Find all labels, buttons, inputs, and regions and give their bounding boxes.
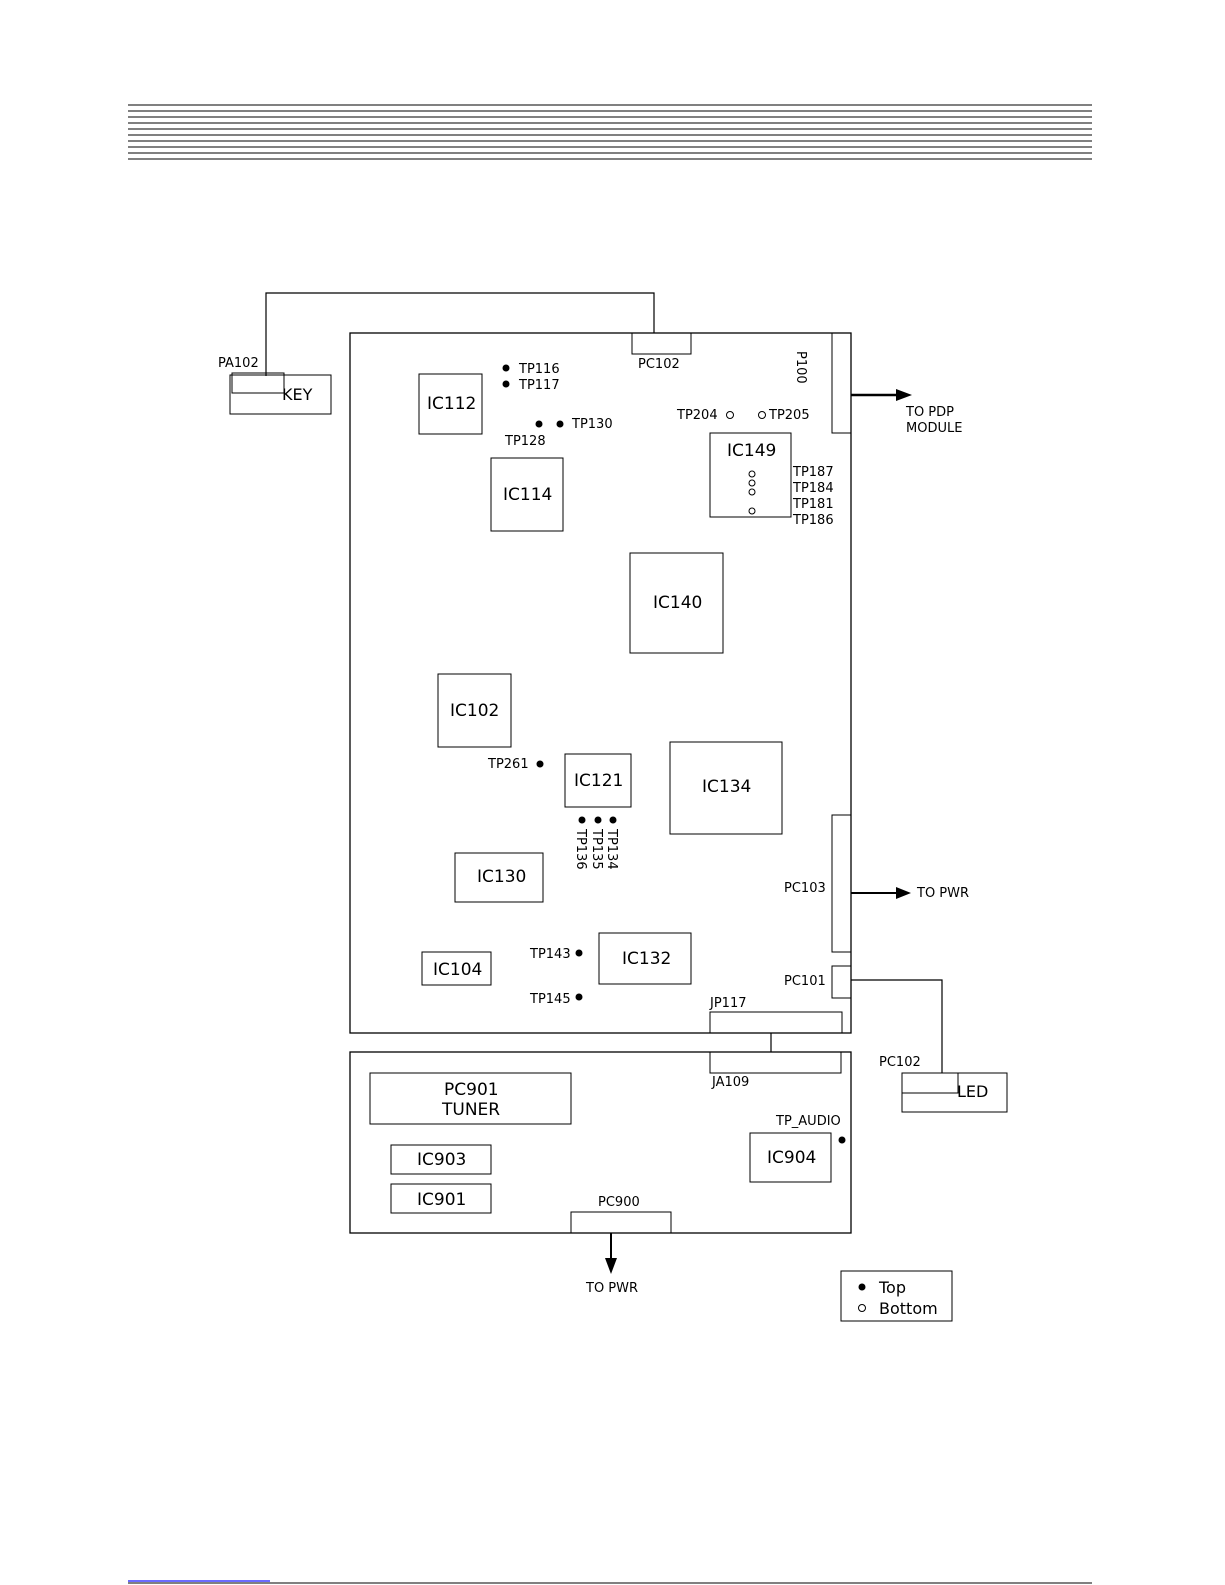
legend-top-label: Top xyxy=(878,1278,906,1297)
tp205-label: TP205 xyxy=(768,408,810,423)
tp143-dot xyxy=(576,950,583,957)
tp186-label: TP186 xyxy=(792,513,834,528)
tp187-label: TP187 xyxy=(792,465,834,480)
tp187-dot xyxy=(749,471,755,477)
arrow-to-pwr-bottom xyxy=(605,1233,617,1274)
header-stripes xyxy=(128,105,1092,159)
pc102-led-connector xyxy=(902,1073,958,1093)
ic112-label: IC112 xyxy=(427,394,476,414)
tp205-dot xyxy=(759,412,766,419)
ic901-label: IC901 xyxy=(417,1190,466,1210)
tp181-label: TP181 xyxy=(792,497,834,512)
led-label: LED xyxy=(957,1082,988,1101)
jp117-label: JP117 xyxy=(709,996,747,1011)
ic132-label: IC132 xyxy=(622,949,671,969)
tp128-dot xyxy=(536,421,543,428)
pc900-label: PC900 xyxy=(598,1195,640,1210)
pc900-connector xyxy=(571,1212,671,1233)
tp130-label: TP130 xyxy=(571,417,613,432)
pc103-label: PC103 xyxy=(784,881,826,896)
pc102-top-label: PC102 xyxy=(638,357,680,372)
legend-top-dot xyxy=(859,1284,866,1291)
ic140-label: IC140 xyxy=(653,593,702,613)
tp128-label: TP128 xyxy=(504,434,546,449)
to-pdp-label-line1: TO PDP xyxy=(905,405,954,420)
arrow-to-pwr-right xyxy=(851,887,911,899)
ic104-label: IC104 xyxy=(433,960,482,980)
key-box xyxy=(230,375,331,414)
tp135-label: TP135 xyxy=(589,828,604,870)
ic904-label: IC904 xyxy=(767,1148,816,1168)
tp181-dot xyxy=(749,489,755,495)
legend-bottom-dot xyxy=(859,1305,866,1312)
to-pwr-right-label: TO PWR xyxy=(916,886,969,901)
tp204-dot xyxy=(727,412,734,419)
tp135-dot xyxy=(595,817,602,824)
jp117-connector xyxy=(710,1012,842,1033)
tuner-label-line2: TUNER xyxy=(441,1100,500,1120)
tp204-label: TP204 xyxy=(676,408,718,423)
key-cable xyxy=(266,293,654,376)
tp184-label: TP184 xyxy=(792,481,834,496)
tp261-label: TP261 xyxy=(487,757,529,772)
tp134-label: TP134 xyxy=(604,828,619,870)
tp145-label: TP145 xyxy=(529,992,571,1007)
tp-audio-label: TP_AUDIO xyxy=(775,1114,841,1129)
main-board-outline xyxy=(350,333,851,1033)
legend-bottom-label: Bottom xyxy=(879,1299,938,1318)
key-label: KEY xyxy=(282,385,313,404)
ja109-connector xyxy=(710,1052,841,1073)
tuner-label-line1: PC901 xyxy=(444,1080,499,1100)
pc102-top-connector xyxy=(632,333,691,354)
ic903-label: IC903 xyxy=(417,1150,466,1170)
tp184-dot xyxy=(749,480,755,486)
ic149-label: IC149 xyxy=(727,441,776,461)
tp261-dot xyxy=(537,761,544,768)
pc101-label: PC101 xyxy=(784,974,826,989)
ic102-label: IC102 xyxy=(450,701,499,721)
tp117-dot xyxy=(503,381,510,388)
arrow-to-pdp xyxy=(851,389,912,401)
ic134-label: IC134 xyxy=(702,777,751,797)
pc102-led-label: PC102 xyxy=(879,1055,921,1070)
p100-label: P100 xyxy=(793,351,808,384)
ic121-label: IC121 xyxy=(574,771,623,791)
p100-connector xyxy=(832,333,851,433)
tp145-dot xyxy=(576,994,583,1001)
pc103-connector xyxy=(832,815,851,952)
to-pdp-label-line2: MODULE xyxy=(906,421,962,436)
to-pwr-bottom-label: TO PWR xyxy=(585,1281,638,1296)
ja109-label: JA109 xyxy=(711,1075,749,1090)
pa102-connector xyxy=(232,373,284,393)
ic114-label: IC114 xyxy=(503,485,552,505)
ic130-label: IC130 xyxy=(477,867,526,887)
tp116-label: TP116 xyxy=(518,362,560,377)
pa102-label: PA102 xyxy=(218,356,259,371)
tp143-label: TP143 xyxy=(529,947,571,962)
tp117-label: TP117 xyxy=(518,378,560,393)
tp130-dot xyxy=(557,421,564,428)
tp186-dot xyxy=(749,508,755,514)
tp136-label: TP136 xyxy=(573,828,588,870)
tp136-dot xyxy=(579,817,586,824)
tp-audio-dot xyxy=(839,1137,846,1144)
pc101-connector xyxy=(832,966,851,998)
tp134-dot xyxy=(610,817,617,824)
tp116-dot xyxy=(503,365,510,372)
